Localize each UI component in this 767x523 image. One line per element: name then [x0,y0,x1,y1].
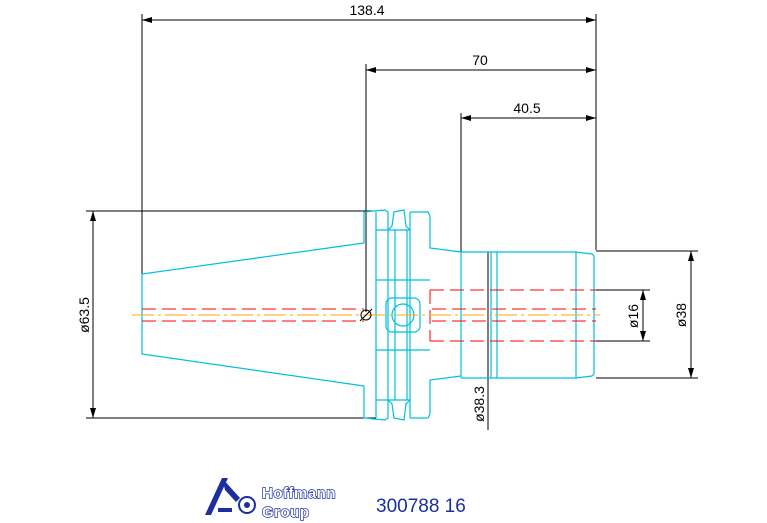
dim-flange-to-end: 70 [472,52,488,68]
part-number: 300788 16 [376,496,466,517]
dim-bore-diameter: ø16 [625,304,641,328]
dim-shank-length: 40.5 [513,100,540,116]
logo-line2: Group [262,504,310,521]
dimension-lines [86,14,698,430]
hidden-lines [142,289,596,342]
logo-line1: Hoffmann [262,485,336,502]
hoffmann-logo: Hoffmann Group [205,478,336,522]
dim-taper-diameter: ø63.5 [76,297,92,333]
center-mark [359,308,373,322]
dim-overall-length: 138.4 [349,2,384,18]
dim-body-diameter: ø38 [673,303,689,327]
dimension-arrows [90,17,694,418]
dim-collar-diameter: ø38.3 [471,386,487,422]
hoffmann-logo-icon [205,478,256,515]
